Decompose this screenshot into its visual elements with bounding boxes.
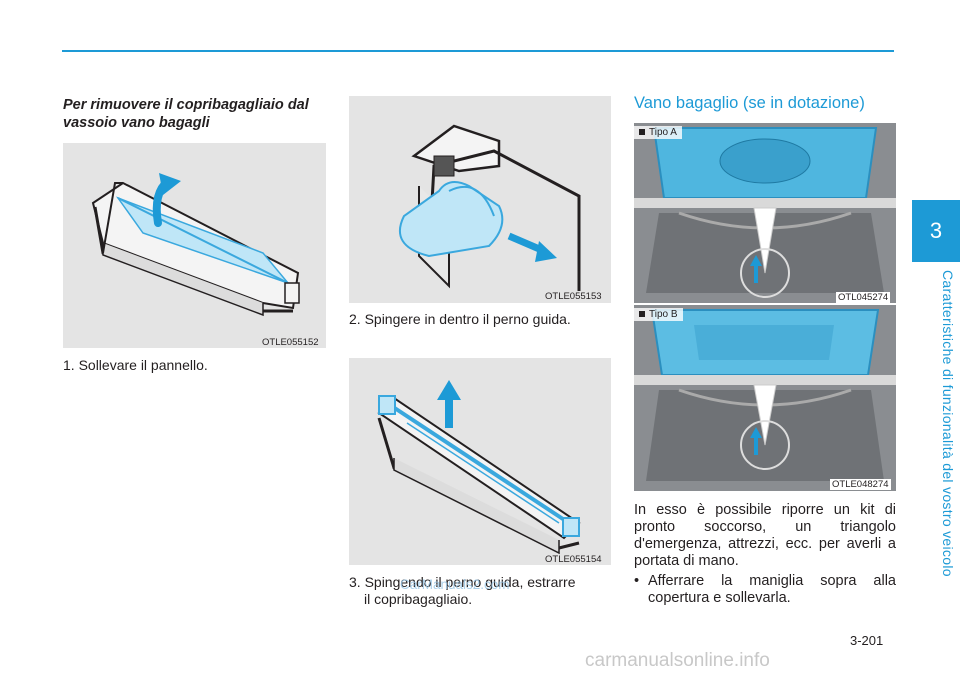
step-2: 2. Spingere in dentro il perno guida. <box>349 311 571 327</box>
chapter-number: 3 <box>929 218 943 243</box>
photo-tipo-b: Tipo B <box>634 305 896 491</box>
step-3-line-2: il copribagagliaio. <box>364 591 473 607</box>
figure-extract-cover <box>349 358 611 565</box>
photo-code: OTL045274 <box>836 292 891 303</box>
square-bullet-icon <box>639 129 645 136</box>
cover-tray-lift-illustration <box>91 173 300 317</box>
photo-code: OTLE048274 <box>830 479 891 490</box>
step-3-line-1: 3. Spingendo il perno guida, estrarre <box>349 574 576 590</box>
photo-tipo-a: Tipo A <box>634 123 896 303</box>
header-rule <box>62 50 894 52</box>
chapter-title: Caratteristiche di funzionalità del vost… <box>940 270 956 577</box>
tipo-a-label: Tipo A <box>634 126 682 139</box>
figure-code: OTLE055152 <box>262 337 319 348</box>
figure-lift-panel <box>63 143 326 348</box>
tipo-b-label: Tipo B <box>634 308 683 321</box>
luggage-box-description: In esso è possibile riporre un kit di pr… <box>634 502 896 569</box>
trunk-photo-b <box>634 305 896 491</box>
watermark: CarManuals2.com <box>400 577 510 592</box>
square-bullet-icon <box>639 311 645 318</box>
figure-code: OTLE055154 <box>545 554 602 565</box>
trunk-photo-a <box>634 123 896 303</box>
bullet-dot-icon: • <box>634 573 640 589</box>
footer-watermark: carmanualsonline.info <box>585 650 770 671</box>
figure-push-guide-pin <box>349 96 611 303</box>
step-1: 1. Sollevare il pannello. <box>63 357 208 373</box>
page-number: 3-201 <box>850 633 884 648</box>
chapter-tab: 3 <box>912 200 960 262</box>
figure-code: OTLE055153 <box>545 291 602 302</box>
section-heading-remove-cover: Per rimuovere il copribagagliaio dal vas… <box>63 97 309 131</box>
cover-extract-illustration <box>377 380 581 555</box>
section-heading-luggage-box: Vano bagaglio (se in dotazione) <box>634 94 865 112</box>
guide-pin-push-illustration <box>399 124 581 291</box>
